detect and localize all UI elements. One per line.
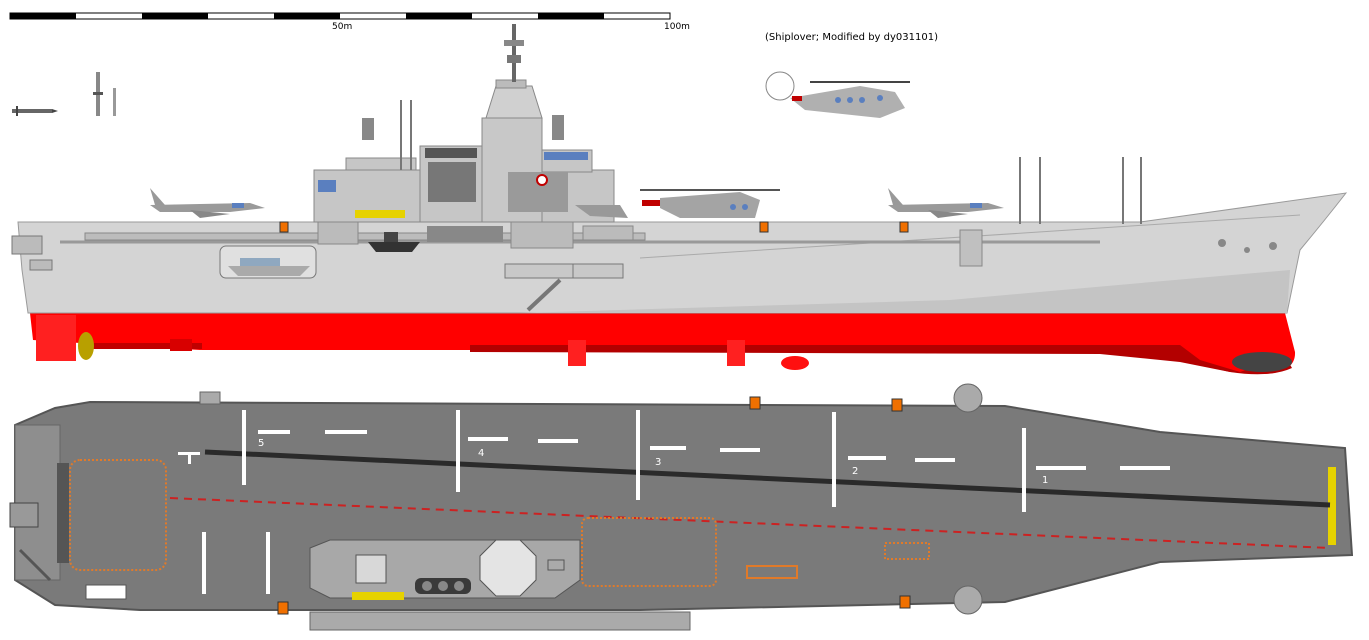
island-plan <box>309 539 581 600</box>
flight-deck <box>14 400 1354 611</box>
harrier-jet-fwd <box>888 188 1004 218</box>
bow-marking <box>1328 467 1336 545</box>
side-profile <box>11 24 1348 375</box>
scale-bar: 50m 100m <box>9 12 690 32</box>
helicopter-flying <box>765 71 910 118</box>
spot-number-3: 3 <box>655 457 661 468</box>
spot-number-1: 1 <box>1042 475 1048 486</box>
harrier-jet-aft <box>150 188 265 218</box>
helicopter-on-deck <box>575 189 780 218</box>
scale-label-50m: 50m <box>332 22 352 32</box>
island <box>313 24 634 249</box>
spot-number-2: 2 <box>852 466 858 477</box>
fwd-elevator <box>581 517 717 587</box>
spot-number-4: 4 <box>478 448 484 459</box>
author-credit: (Shiplover; Modified by dy031101) <box>765 32 938 43</box>
scale-label-100m: 100m <box>664 22 690 32</box>
underwater-hull <box>30 313 1296 374</box>
aft-elevator <box>69 459 167 571</box>
plan-view: 5 4 3 2 1 <box>9 383 1354 631</box>
spot-number-5: 5 <box>258 438 264 449</box>
propeller-icon <box>78 332 94 360</box>
deck-markings <box>178 410 1170 594</box>
weapons-detail <box>12 72 116 116</box>
